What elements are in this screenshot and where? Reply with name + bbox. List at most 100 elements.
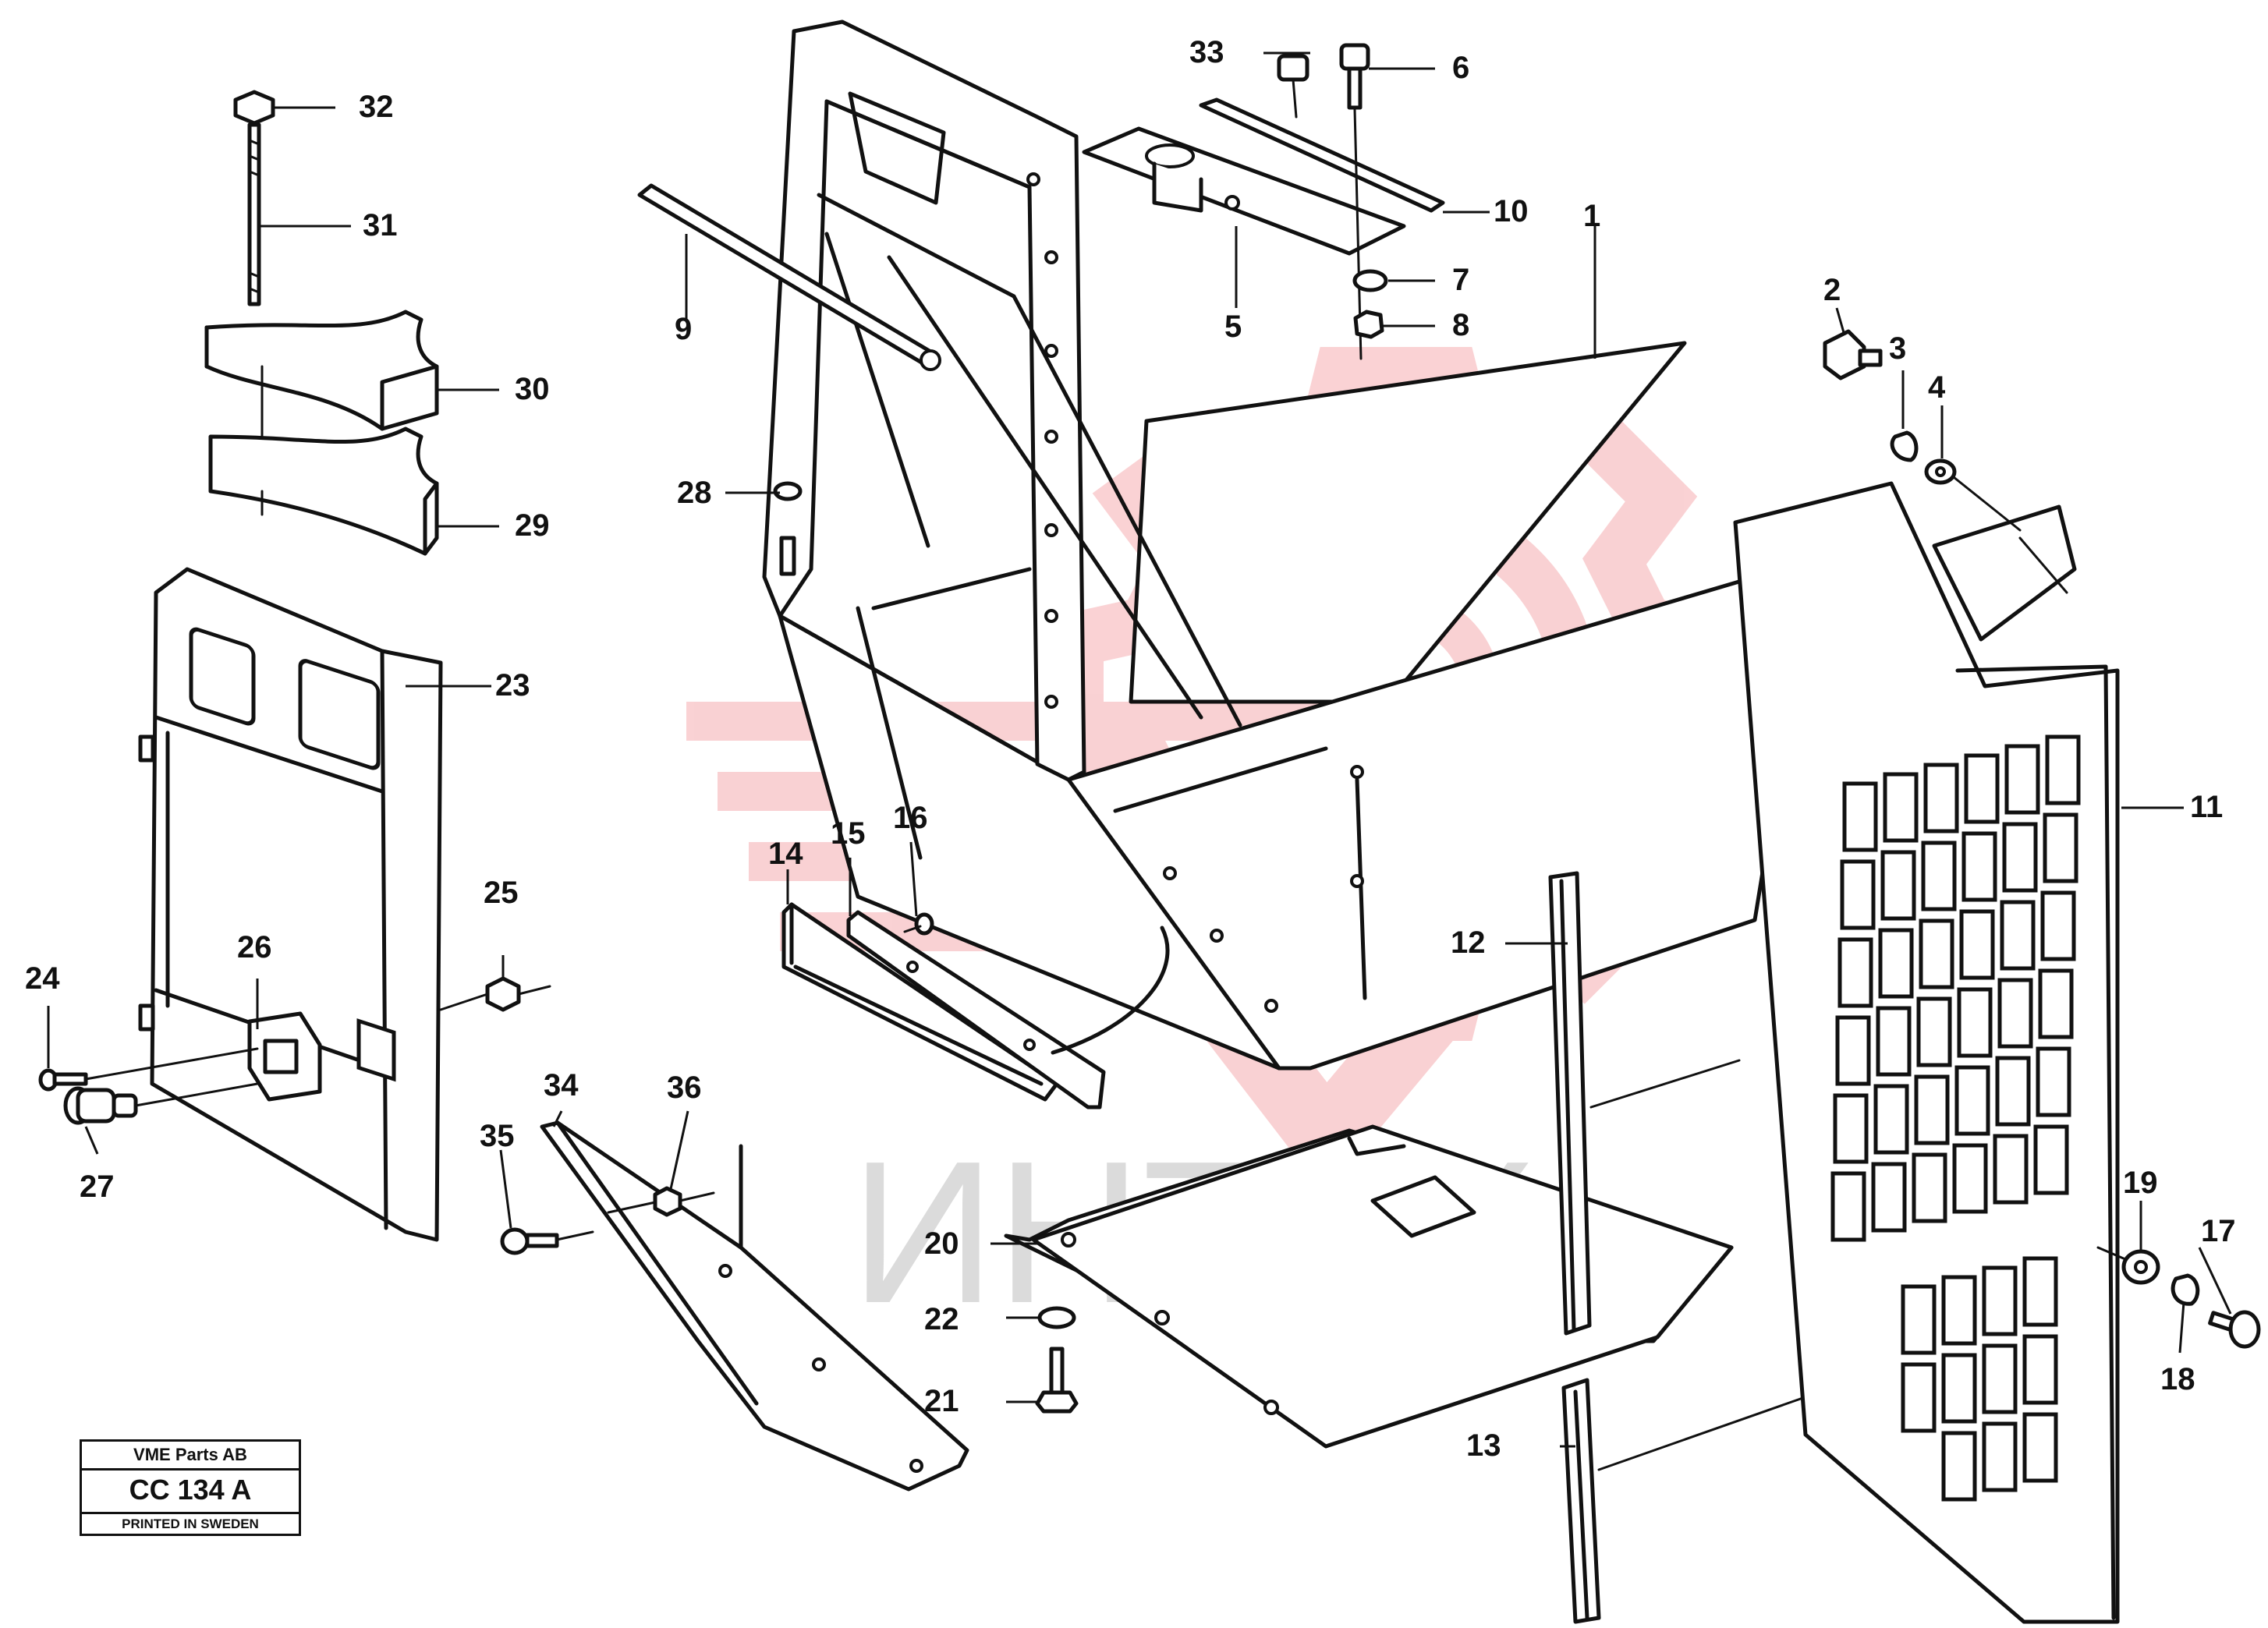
callout-26: 26 xyxy=(237,930,272,964)
strip-12 xyxy=(1548,871,1592,1336)
title-stamp: VME Parts AB CC 134 A PRINTED IN SWEDEN xyxy=(80,1439,301,1536)
callout-31: 31 xyxy=(363,208,398,242)
grille-slot xyxy=(2002,822,2038,893)
callout-11: 11 xyxy=(2190,790,2223,824)
callout-21: 21 xyxy=(924,1384,959,1418)
grille-slot xyxy=(1919,918,1954,989)
washer-18 xyxy=(2171,1273,2200,1306)
grille-slot xyxy=(2036,1046,2071,1117)
nut-25 xyxy=(485,976,521,1012)
grille-slot xyxy=(1961,831,1997,902)
grille-slot xyxy=(1873,1084,1909,1155)
arc-guide xyxy=(1051,925,1170,1055)
callout-6: 6 xyxy=(1452,51,1469,85)
callout-10: 10 xyxy=(1494,194,1529,228)
grille-slot xyxy=(2043,812,2078,883)
part-rod-9 xyxy=(637,183,941,371)
screw-16 xyxy=(903,912,934,936)
grille-slot xyxy=(1912,1152,1947,1223)
stamp-company: VME Parts AB xyxy=(82,1442,299,1471)
block-29 xyxy=(208,426,439,556)
callout-1: 1 xyxy=(1583,199,1600,233)
callout-2: 2 xyxy=(1823,273,1841,307)
grille-slot xyxy=(2000,900,2036,971)
callout-7: 7 xyxy=(1452,263,1469,297)
callout-18: 18 xyxy=(2160,1362,2195,1396)
callout-32: 32 xyxy=(359,90,394,124)
washer-3 xyxy=(1890,430,1919,462)
block-30 xyxy=(204,310,439,431)
grille-slot-lower xyxy=(2022,1412,2058,1483)
grille-slot xyxy=(1833,1093,1869,1164)
grille-slot xyxy=(1921,841,1957,911)
grille-slot xyxy=(1878,928,1914,999)
screw-35 xyxy=(500,1227,559,1255)
washer-7 xyxy=(1352,269,1388,292)
grille-slot-lower xyxy=(2022,1256,2058,1327)
grille-slot-lower xyxy=(1982,1421,2018,1492)
callout-14: 14 xyxy=(768,837,803,871)
floor-plate-20 xyxy=(1004,1124,1734,1449)
callout-labels: 1 2 3 4 5 6 7 8 9 10 11 12 13 14 15 16 1… xyxy=(25,35,2236,1463)
stamp-code: CC 134 A xyxy=(82,1468,299,1514)
washer-19 xyxy=(2121,1249,2160,1285)
callout-36: 36 xyxy=(667,1071,702,1105)
grille-slot xyxy=(2033,1124,2069,1195)
callout-5: 5 xyxy=(1224,310,1242,344)
grille-slot-lower xyxy=(1941,1353,1977,1424)
grille-slot xyxy=(1957,987,1993,1058)
callout-30: 30 xyxy=(515,372,550,406)
grille-slot xyxy=(2038,968,2074,1039)
grille-slot xyxy=(1959,909,1995,980)
bolt-17 xyxy=(2208,1310,2261,1349)
nut-32 xyxy=(233,90,275,126)
grille-slot xyxy=(2040,890,2076,961)
bolt-21 xyxy=(1035,1347,1079,1414)
grille-slot xyxy=(1993,1134,2029,1205)
part-top-plate-5 xyxy=(1082,126,1406,256)
part-strip-10 xyxy=(1199,97,1445,213)
grille-slot xyxy=(1876,1006,1912,1077)
fastener-33 xyxy=(1277,54,1309,119)
grille-slot xyxy=(1964,753,2000,824)
grille-slot xyxy=(1995,1056,2031,1127)
callout-24: 24 xyxy=(25,961,60,996)
callout-9: 9 xyxy=(675,312,692,346)
callout-20: 20 xyxy=(924,1226,959,1261)
grille-slot-lower xyxy=(2022,1334,2058,1405)
callout-34: 34 xyxy=(544,1068,579,1102)
stud-31 xyxy=(247,122,261,306)
callout-35: 35 xyxy=(480,1119,515,1153)
bolt-2 xyxy=(1823,329,1883,380)
strip-15 xyxy=(846,910,1106,1110)
grille-slot xyxy=(2045,734,2081,805)
callout-29: 29 xyxy=(515,508,550,543)
callout-16: 16 xyxy=(893,801,928,835)
callout-33: 33 xyxy=(1189,35,1224,69)
callout-3: 3 xyxy=(1889,331,1906,366)
callout-25: 25 xyxy=(484,876,519,910)
grille-slot xyxy=(1837,937,1873,1008)
washer-22 xyxy=(1037,1306,1076,1329)
grille-slot xyxy=(1871,1162,1907,1233)
callout-13: 13 xyxy=(1466,1428,1501,1463)
nut-36 xyxy=(653,1186,682,1217)
washer-28 xyxy=(773,481,803,576)
leader-lines xyxy=(47,51,2232,1448)
grille-slot xyxy=(1916,996,1952,1067)
grille-slot xyxy=(1883,772,1919,843)
callout-19: 19 xyxy=(2123,1166,2158,1200)
grille-slot-lower xyxy=(1941,1431,1977,1502)
washer-4 xyxy=(1924,458,1957,485)
grille-slot-lower xyxy=(1982,1343,2018,1414)
grille-slot xyxy=(1880,850,1916,921)
nut-8 xyxy=(1353,310,1384,339)
callout-22: 22 xyxy=(924,1302,959,1336)
grille-slot xyxy=(1830,1171,1866,1242)
grille-slot-lower xyxy=(1941,1275,1977,1346)
callout-27: 27 xyxy=(80,1170,115,1204)
callout-4: 4 xyxy=(1928,370,1946,405)
grille-slot xyxy=(1835,1015,1871,1086)
bolt-6 xyxy=(1339,43,1370,360)
